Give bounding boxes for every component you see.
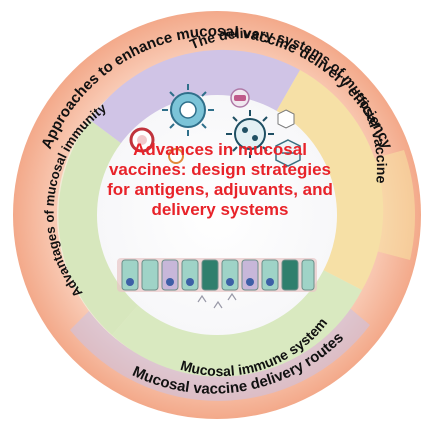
center-title-line-2: vaccines: design strategies bbox=[108, 160, 332, 179]
epithelium-icon bbox=[117, 258, 317, 309]
center-title-line-3: for antigens, adjuvants, and bbox=[107, 180, 333, 199]
outer-ring-purple-band bbox=[70, 300, 370, 401]
center-title-line-1: Advances in mucosal bbox=[133, 140, 307, 159]
center-title-line-4: delivery systems bbox=[151, 200, 289, 219]
liposome-icon bbox=[129, 127, 184, 164]
bacteria-icon bbox=[226, 110, 274, 158]
virus-icon bbox=[162, 84, 214, 136]
center-title: Advances in mucosal vaccines: design str… bbox=[95, 140, 345, 220]
antibody-icon bbox=[275, 109, 301, 167]
nanoparticle-icon bbox=[230, 88, 250, 108]
